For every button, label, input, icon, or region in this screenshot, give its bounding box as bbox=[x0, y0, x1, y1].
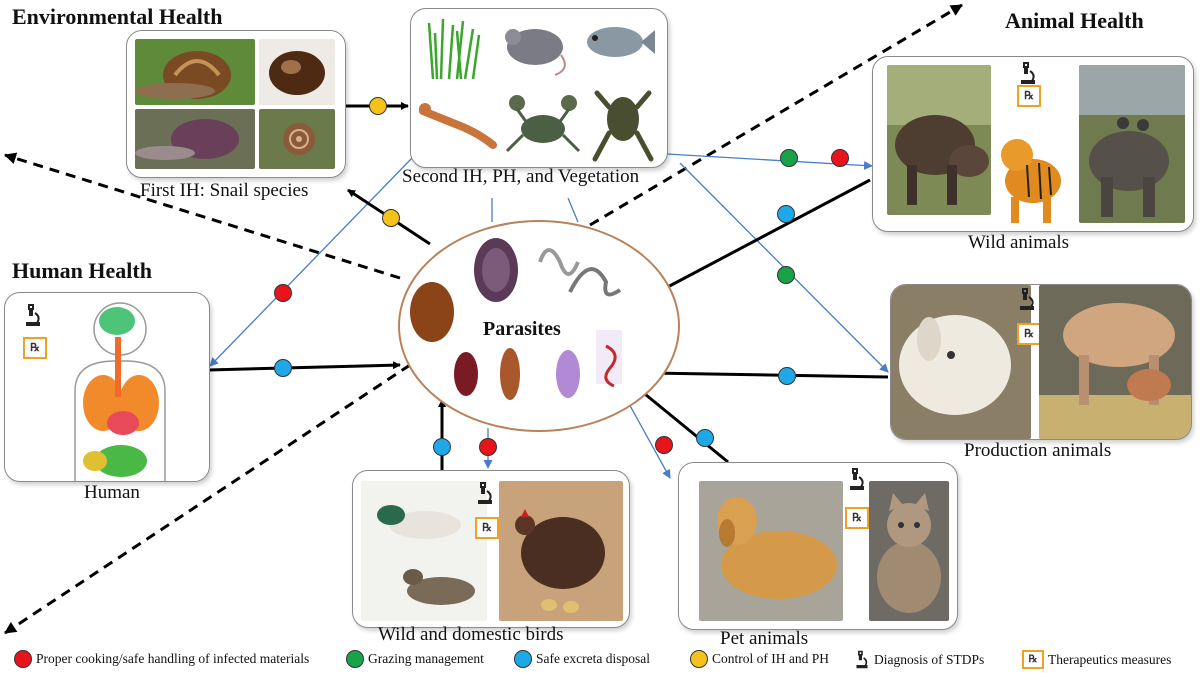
blue-arrow-hub-to-pets bbox=[627, 401, 671, 479]
parasites-hub bbox=[398, 220, 680, 432]
cooking-dot-wild bbox=[831, 149, 849, 167]
legend-item-excreta: Safe excreta disposal bbox=[514, 650, 650, 668]
second-ih-panel bbox=[410, 8, 668, 168]
environmental-health-heading: Environmental Health bbox=[12, 4, 223, 29]
cat-photo bbox=[869, 481, 949, 621]
dashed-arrow-top-right bbox=[589, 3, 963, 227]
legend-item-therapeutics: ℞ Therapeutics measures bbox=[1022, 650, 1171, 669]
legend: Proper cooking/safe handling of infected… bbox=[0, 648, 1200, 673]
black-arrow-production-to-hub bbox=[649, 369, 889, 379]
legend-label: Therapeutics measures bbox=[1048, 651, 1172, 667]
legend-item-cooking: Proper cooking/safe handling of infected… bbox=[14, 650, 309, 668]
blue-dot-icon bbox=[514, 650, 532, 668]
legend-item-diagnosis: Diagnosis of STDPs bbox=[854, 650, 984, 669]
cooking-dot-pets bbox=[655, 436, 673, 454]
dashed-arrow-top-left bbox=[4, 152, 401, 280]
rx-icon: ℞ bbox=[1017, 85, 1041, 107]
legend-label: Diagnosis of STDPs bbox=[874, 651, 985, 667]
snail-photo-3 bbox=[135, 109, 255, 169]
snail-species-panel bbox=[126, 30, 346, 178]
legend-label: Grazing management bbox=[368, 651, 484, 666]
legend-item-grazing: Grazing management bbox=[346, 650, 484, 668]
grazing-dot-production bbox=[777, 266, 795, 284]
tiger-photo bbox=[991, 121, 1073, 225]
microscope-icon bbox=[854, 650, 870, 669]
excreta-dot-pets bbox=[696, 429, 714, 447]
black-arrow-pets-to-hub bbox=[639, 388, 729, 464]
cooking-dot-birds bbox=[479, 438, 497, 456]
birds-panel: ℞ bbox=[352, 470, 630, 628]
microscope-icon bbox=[1017, 287, 1037, 311]
wild-animals-caption: Wild animals bbox=[968, 232, 1070, 253]
production-animals-panel: ℞ bbox=[890, 284, 1192, 440]
pet-animals-panel: ℞ bbox=[678, 462, 958, 630]
rhino-photo bbox=[887, 65, 991, 215]
legend-label: Proper cooking/safe handling of infected… bbox=[36, 651, 310, 666]
excreta-dot-wild bbox=[777, 205, 795, 223]
black-arrow-wild-to-hub bbox=[661, 178, 871, 292]
human-anatomy-illustration bbox=[35, 293, 205, 481]
rx-icon: ℞ bbox=[23, 337, 47, 359]
snail-photo-1 bbox=[135, 39, 255, 105]
production-animals-caption: Production animals bbox=[964, 440, 1112, 461]
ducks-photo bbox=[361, 481, 487, 621]
dashed-arrow-bottom-left bbox=[4, 363, 411, 635]
goat-photo bbox=[891, 285, 1031, 439]
rx-icon: ℞ bbox=[475, 517, 499, 539]
microscope-icon bbox=[1018, 61, 1038, 85]
pet-animals-caption: Pet animals bbox=[720, 628, 809, 649]
human-caption: Human bbox=[84, 482, 140, 503]
excreta-dot-production bbox=[778, 367, 796, 385]
rx-icon: ℞ bbox=[845, 507, 869, 529]
snail-caption: First IH: Snail species bbox=[140, 180, 309, 201]
wild-animals-panel: ℞ bbox=[872, 56, 1194, 232]
microscope-icon bbox=[475, 481, 495, 505]
snail-photo-2 bbox=[259, 39, 335, 105]
grazing-dot-wild bbox=[780, 149, 798, 167]
yellow-dot-icon bbox=[690, 650, 708, 668]
parasites-label: Parasites bbox=[483, 318, 561, 340]
birds-caption: Wild and domestic birds bbox=[378, 624, 564, 645]
cow-photo bbox=[1039, 285, 1191, 439]
green-dot-icon bbox=[346, 650, 364, 668]
black-arrow-human-to-hub bbox=[207, 361, 401, 372]
blue-line-hub-top-2 bbox=[567, 197, 579, 223]
fish-photo bbox=[577, 15, 657, 69]
legend-item-control: Control of IH and PH bbox=[690, 650, 829, 668]
excreta-dot-birds bbox=[433, 438, 451, 456]
frog-photo bbox=[589, 83, 657, 163]
second-ih-caption: Second IH, PH, and Vegetation bbox=[402, 166, 640, 187]
dog-photo bbox=[699, 481, 843, 621]
lizard-photo bbox=[417, 89, 497, 149]
cooking-dot-human bbox=[274, 284, 292, 302]
elephant-photo bbox=[1079, 65, 1185, 223]
microscope-icon bbox=[23, 303, 43, 327]
rat-photo bbox=[495, 15, 571, 79]
legend-label: Safe excreta disposal bbox=[536, 651, 650, 666]
control-ih-ph-dot-1 bbox=[369, 97, 387, 115]
human-panel: ℞ bbox=[4, 292, 210, 482]
animal-health-heading: Animal Health bbox=[1005, 8, 1144, 33]
crab-photo bbox=[503, 87, 583, 159]
microscope-icon bbox=[847, 467, 867, 491]
red-dot-icon bbox=[14, 650, 32, 668]
snail-photo-4 bbox=[259, 109, 335, 169]
rx-icon: ℞ bbox=[1017, 323, 1041, 345]
rx-icon: ℞ bbox=[1022, 650, 1044, 669]
control-ih-ph-dot-2 bbox=[382, 209, 400, 227]
grass-photo bbox=[423, 15, 483, 79]
excreta-dot-human bbox=[274, 359, 292, 377]
parasite-illustrations bbox=[410, 238, 622, 400]
legend-label: Control of IH and PH bbox=[712, 651, 829, 666]
hen-photo bbox=[499, 481, 623, 621]
blue-arrow-second-ih-to-human bbox=[209, 157, 413, 367]
human-health-heading: Human Health bbox=[12, 258, 152, 283]
